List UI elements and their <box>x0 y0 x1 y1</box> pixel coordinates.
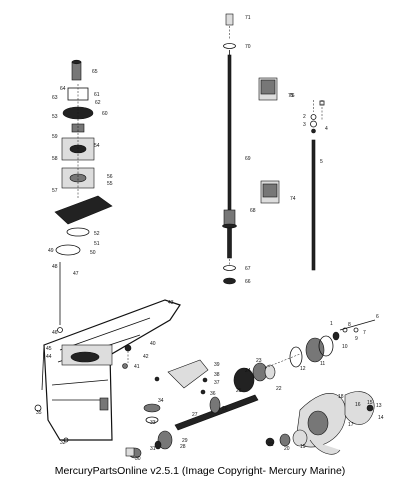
callout-10: 10 <box>342 344 348 350</box>
callout-55: 55 <box>107 181 113 187</box>
gear-housing <box>34 299 181 443</box>
callout-68: 68 <box>250 208 256 214</box>
callout-45: 45 <box>46 346 52 352</box>
small-fasteners <box>122 344 161 424</box>
callout-3: 3 <box>303 122 306 128</box>
callout-29: 29 <box>182 438 188 444</box>
callout-23: 23 <box>256 358 262 364</box>
callout-28: 28 <box>180 444 186 450</box>
callout-54: 54 <box>94 143 100 149</box>
callout-44: 44 <box>46 354 52 360</box>
callout-62: 62 <box>95 100 101 106</box>
callout-39: 39 <box>214 362 220 368</box>
callout-22: 22 <box>276 386 282 392</box>
callout-63: 63 <box>52 95 58 101</box>
propeller <box>265 391 375 455</box>
callout-labels: 71 70 75 69 68 67 66 76 2 3 4 5 74 65 63… <box>36 15 384 460</box>
image-caption: MercuryPartsOnline v2.5.1 (Image Copyrig… <box>54 465 346 477</box>
callout-13: 13 <box>376 403 382 409</box>
callout-32: 32 <box>60 440 66 446</box>
callout-59: 59 <box>52 134 58 140</box>
callout-20: 20 <box>284 446 290 452</box>
callout-70: 70 <box>245 44 251 50</box>
callout-42: 42 <box>143 354 149 360</box>
callout-9: 9 <box>355 336 358 342</box>
callout-33: 33 <box>150 420 156 426</box>
callout-8: 8 <box>348 322 351 328</box>
callout-14: 14 <box>378 415 384 421</box>
callout-36: 36 <box>210 391 216 397</box>
callout-49: 49 <box>48 248 54 254</box>
callout-6: 6 <box>376 314 379 320</box>
callout-71: 71 <box>245 15 251 21</box>
callout-51: 51 <box>94 241 100 247</box>
shift-bracket <box>167 359 209 395</box>
callout-26: 26 <box>222 406 228 412</box>
callout-65: 65 <box>92 69 98 75</box>
driveshaft-assembly <box>222 13 237 285</box>
callout-17: 17 <box>348 422 354 428</box>
callout-48: 48 <box>52 264 58 270</box>
callout-47: 47 <box>73 271 79 277</box>
callout-21: 21 <box>268 442 274 448</box>
callout-75: 75 <box>288 93 294 99</box>
callout-35: 35 <box>36 410 42 416</box>
water-pump-stack <box>54 59 113 333</box>
callout-1: 1 <box>330 321 333 327</box>
callout-11: 11 <box>320 361 325 367</box>
callout-76: 76 <box>289 93 295 99</box>
callout-24: 24 <box>245 368 251 374</box>
callout-4: 4 <box>325 126 328 132</box>
callout-66: 66 <box>245 279 251 285</box>
callout-61: 61 <box>94 92 100 98</box>
callout-38: 38 <box>214 372 220 378</box>
seal-kit-packages <box>258 77 280 204</box>
shift-shaft-assembly <box>310 100 325 271</box>
callout-25: 25 <box>236 388 242 394</box>
callout-30: 30 <box>135 456 141 460</box>
callout-31: 31 <box>150 446 156 452</box>
callout-2: 2 <box>303 114 306 120</box>
callout-56: 56 <box>107 174 113 180</box>
callout-43: 43 <box>168 300 174 306</box>
callout-74: 74 <box>290 196 296 202</box>
callout-58: 58 <box>52 156 58 162</box>
callout-53: 53 <box>52 114 58 120</box>
callout-12: 12 <box>300 366 306 372</box>
callout-57: 57 <box>52 188 58 194</box>
callout-7: 7 <box>363 330 366 336</box>
callout-27: 27 <box>192 412 198 418</box>
callout-64: 64 <box>60 86 66 92</box>
callout-19: 19 <box>300 444 306 450</box>
callout-15: 15 <box>367 400 373 406</box>
callout-41: 41 <box>134 364 140 370</box>
callout-5: 5 <box>320 159 323 165</box>
callout-34: 34 <box>158 398 164 404</box>
propeller-shaft-assembly <box>125 319 376 459</box>
callout-67: 67 <box>245 266 251 272</box>
callout-40: 40 <box>150 341 156 347</box>
callout-60: 60 <box>102 111 108 117</box>
callout-37: 37 <box>214 380 220 386</box>
callout-52: 52 <box>94 231 100 237</box>
callout-46: 46 <box>52 330 58 336</box>
callout-18: 18 <box>338 394 344 400</box>
callout-50: 50 <box>90 250 96 256</box>
exploded-parts-diagram: 71 70 75 69 68 67 66 76 2 3 4 5 74 65 63… <box>34 13 384 460</box>
callout-16: 16 <box>355 402 361 408</box>
callout-69: 69 <box>245 156 251 162</box>
